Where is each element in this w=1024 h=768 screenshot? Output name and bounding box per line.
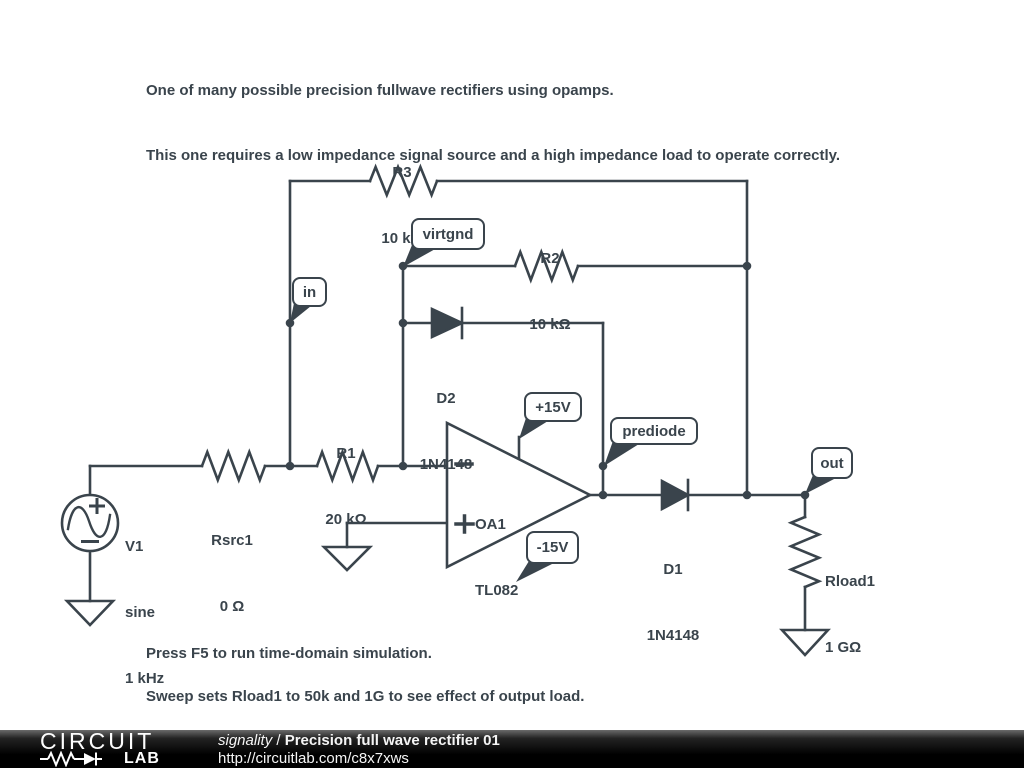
r3-resistor[interactable] bbox=[368, 163, 439, 199]
v1-source[interactable] bbox=[60, 493, 120, 553]
flag-minus15v[interactable]: -15V bbox=[526, 531, 579, 564]
rload1-label: Rload1 1 GΩ bbox=[825, 573, 876, 656]
flag-out[interactable]: out bbox=[811, 447, 853, 479]
annotation-line: Press F5 to run time-domain simulation. bbox=[146, 645, 432, 662]
flag-virtgnd[interactable]: virtgnd bbox=[411, 218, 485, 250]
v1-label: V1 sine 1 kHz bbox=[125, 538, 165, 687]
d1-label: D1 1N4148 bbox=[646, 561, 700, 644]
d2-diode[interactable] bbox=[430, 306, 466, 340]
author-name: signality bbox=[218, 732, 273, 749]
circuitlab-logo: CIRCUIT LAB bbox=[40, 728, 180, 767]
r3-label: R3 10 kΩ bbox=[381, 164, 423, 247]
annotation-line: Sweep sets Rload1 to 50k and 1G to see e… bbox=[146, 688, 585, 705]
flag-prediode[interactable]: prediode bbox=[610, 417, 698, 445]
oa1-label: OA1 TL082 bbox=[475, 516, 519, 599]
logo-lab-text: LAB bbox=[124, 750, 160, 767]
top-annotation: One of many possible precision fullwave … bbox=[146, 37, 840, 209]
schematic-url: http://circuitlab.com/c8x7xws bbox=[218, 750, 409, 767]
rsrc1-label: Rsrc1 0 Ω bbox=[211, 532, 253, 615]
node-dots bbox=[285, 261, 810, 500]
resistor-diode-icon bbox=[40, 750, 102, 767]
ground-icon[interactable] bbox=[320, 545, 374, 572]
rsrc1-resistor[interactable] bbox=[200, 448, 267, 484]
schematic-title: signality / Precision full wave rectifie… bbox=[218, 732, 500, 750]
d1-diode[interactable] bbox=[660, 478, 691, 512]
title-separator: / bbox=[272, 732, 285, 749]
d2-label: D2 1N4148 bbox=[419, 390, 473, 473]
logo-circuit-text: CIRCUIT bbox=[40, 728, 155, 754]
rload1-resistor[interactable] bbox=[787, 515, 823, 589]
ground-icon[interactable] bbox=[779, 628, 831, 657]
flag-plus15v[interactable]: +15V bbox=[524, 392, 582, 422]
annotation-line: One of many possible precision fullwave … bbox=[146, 82, 614, 99]
footer-text: signality / Precision full wave rectifie… bbox=[218, 732, 500, 768]
press-f5-annotation: Press F5 to run time-domain simulation. bbox=[146, 600, 432, 708]
r1-resistor[interactable] bbox=[315, 448, 380, 484]
footer-watermark-bar: CIRCUIT LAB signality / Precision full w… bbox=[0, 730, 1024, 768]
r1-label: R1 20 kΩ bbox=[325, 445, 367, 528]
r2-label: R2 10 kΩ bbox=[529, 250, 571, 333]
flag-tails bbox=[290, 245, 836, 582]
annotation-line: This one requires a low impedance signal… bbox=[146, 146, 841, 164]
r2-resistor[interactable] bbox=[513, 248, 580, 284]
document-title: Precision full wave rectifier 01 bbox=[284, 732, 500, 749]
oa1-opamp[interactable] bbox=[445, 420, 593, 570]
flag-in[interactable]: in bbox=[292, 277, 327, 307]
ground-icon[interactable] bbox=[63, 599, 117, 627]
